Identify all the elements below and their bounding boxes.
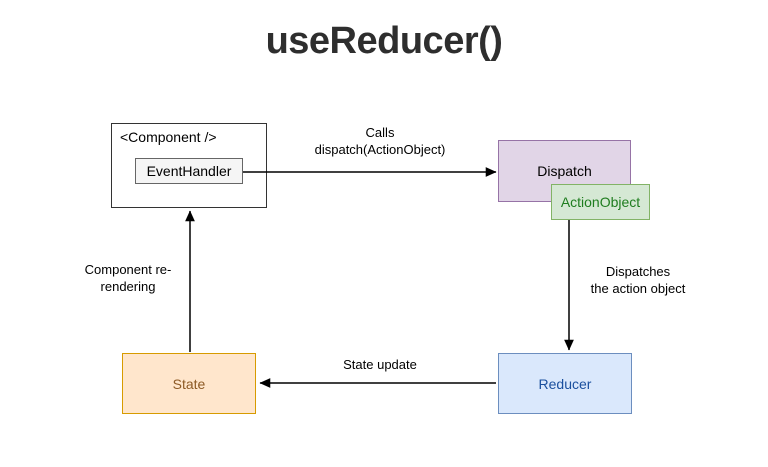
edge-label-dispatches-line1: Dispatches	[605, 264, 671, 279]
node-component-label: <Component />	[120, 129, 217, 145]
edge-label-calls-line2: dispatch(ActionObject)	[314, 142, 446, 157]
node-reducer-label: Reducer	[538, 375, 592, 392]
edge-label-calls-line1: Calls	[365, 125, 395, 140]
node-action-object-label: ActionObject	[560, 194, 641, 210]
edge-label-rerender-line1: Component re-	[84, 262, 172, 277]
node-event-handler-label: EventHandler	[146, 163, 232, 179]
edge-label-state-update: State update	[343, 357, 417, 372]
diagram-title: useReducer()	[265, 20, 503, 62]
node-state: State	[122, 353, 256, 414]
edge-label-calls-dispatch: Calls dispatch(ActionObject)	[280, 124, 480, 158]
edge-label-component-rerendering: Component re- rendering	[48, 261, 208, 295]
node-dispatch-label: Dispatch	[537, 163, 592, 179]
node-event-handler: EventHandler	[135, 158, 243, 184]
edge-label-rerender-line2: rendering	[100, 279, 156, 294]
node-state-label: State	[172, 375, 206, 392]
edge-label-dispatches-line2: the action object	[590, 281, 686, 296]
node-reducer: Reducer	[498, 353, 632, 414]
node-action-object: ActionObject	[551, 184, 650, 220]
edge-label-dispatches-action: Dispatches the action object	[558, 263, 718, 297]
